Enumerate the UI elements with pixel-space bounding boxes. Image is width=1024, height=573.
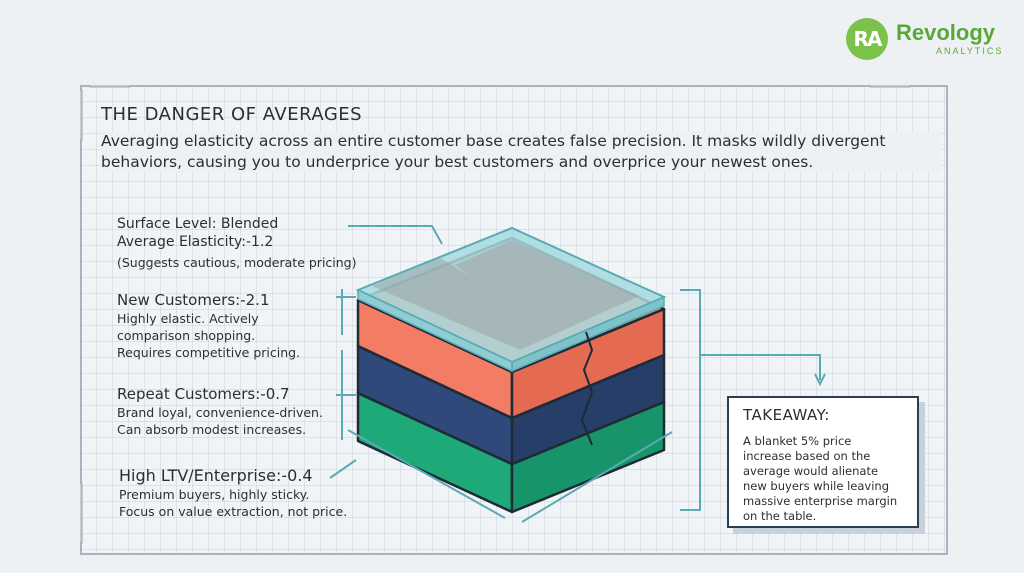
enterprise-label: High LTV/Enterprise:-0.4 Premium buyers,…: [119, 466, 347, 520]
takeaway-body: A blanket 5% price increase based on the…: [743, 434, 898, 523]
surface-heading-2: Average Elasticity:-1.2: [117, 234, 274, 250]
new-customers-desc-2: comparison shopping.: [117, 328, 256, 343]
crack-line: [580, 331, 594, 446]
logo-sub: ANALYTICS: [936, 46, 1004, 56]
enterprise-desc-2: Focus on value extraction, not price.: [119, 504, 348, 519]
new-customers-desc-1: Highly elastic. Actively: [117, 311, 259, 326]
new-customers-label: New Customers:-2.1 Highly elastic. Activ…: [117, 290, 300, 361]
repeat-customers-desc-1: Brand loyal, convenience-driven.: [117, 405, 323, 420]
logo-name: Revology: [896, 20, 996, 45]
takeaway-box: TAKEAWAY: A blanket 5% price increase ba…: [727, 396, 919, 528]
surface-label: Surface Level: Blended Average Elasticit…: [117, 215, 357, 271]
enterprise-heading: High LTV/Enterprise:-0.4: [119, 466, 313, 485]
intro-text: Averaging elasticity across an entire cu…: [101, 131, 941, 173]
leader-lines: [329, 225, 826, 523]
brand-logo: RA Revology ANALYTICS: [846, 18, 1006, 60]
repeat-customers-label: Repeat Customers:-0.7 Brand loyal, conve…: [117, 384, 323, 438]
surface-layer: [355, 226, 667, 373]
enterprise-desc-1: Premium buyers, highly sticky.: [119, 487, 310, 502]
surface-desc: (Suggests cautious, moderate pricing): [117, 255, 357, 270]
logo-mark: RA: [846, 18, 888, 60]
repeat-customers-heading: Repeat Customers:-0.7: [117, 385, 290, 403]
new-customers-desc-3: Requires competitive pricing.: [117, 345, 301, 360]
takeaway-heading: TAKEAWAY:: [743, 406, 830, 424]
repeat-customers-desc-2: Can absorb modest increases.: [117, 422, 307, 437]
new-customers-heading: New Customers:-2.1: [117, 291, 270, 309]
surface-heading: Surface Level: Blended: [117, 216, 279, 232]
slide-title: THE DANGER OF AVERAGES: [101, 104, 363, 125]
